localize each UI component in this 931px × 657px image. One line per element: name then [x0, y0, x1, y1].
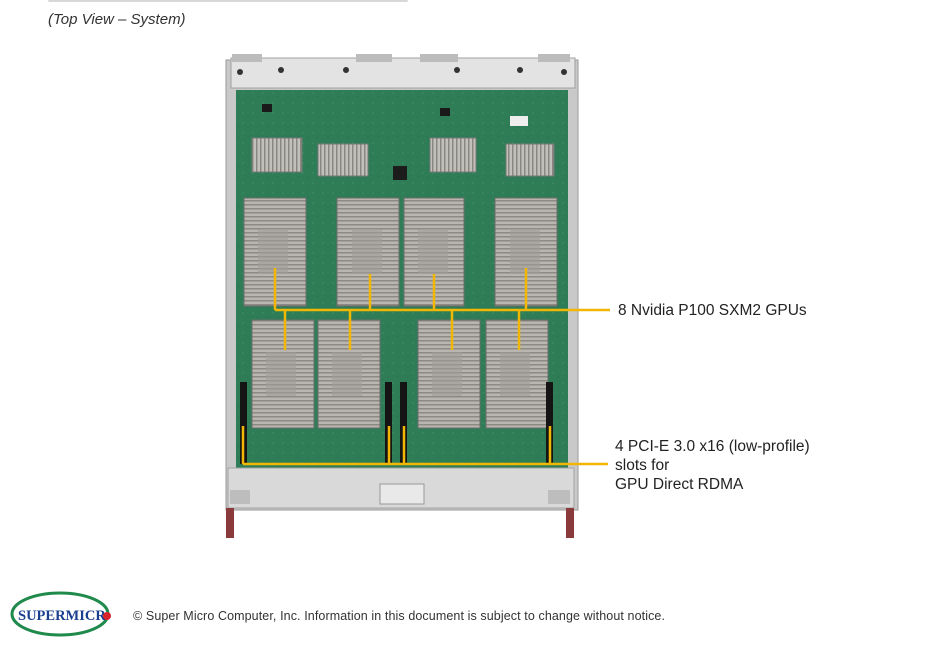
view-subtitle: (Top View – System)	[48, 11, 186, 28]
pcie-callout-lines	[241, 426, 608, 466]
copyright-notice: © Super Micro Computer, Inc. Information…	[133, 609, 666, 623]
pcie-callout-line-1: 4 PCI-E 3.0 x16 (low-profile)	[615, 438, 810, 455]
front-bracket	[226, 467, 575, 538]
supermicro-logo: SUPERMICR	[10, 591, 111, 637]
pcie-slot-connectors	[240, 382, 553, 464]
gpu-callout-lines	[273, 268, 610, 350]
logo-wordmark: SUPERMICR	[18, 608, 106, 624]
gpu-callout-label: 8 Nvidia P100 SXM2 GPUs	[618, 302, 807, 319]
cropped-title-bar	[48, 0, 408, 2]
pcie-callout-line-3: GPU Direct RDMA	[615, 476, 744, 493]
pcie-callout-line-2: slots for	[615, 457, 670, 474]
pcie-callout-label: 4 PCI-E 3.0 x16 (low-profile) slots for …	[615, 437, 810, 494]
gpu-heatsinks-lower	[251, 319, 549, 429]
